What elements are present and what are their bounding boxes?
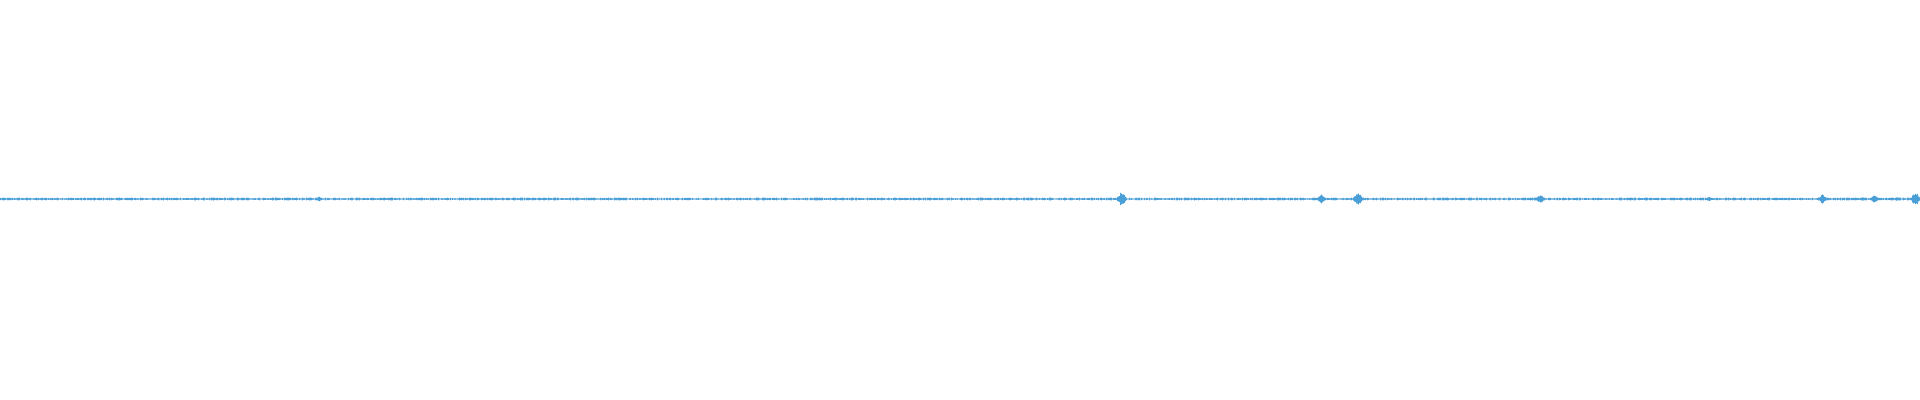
waveform-samples — [0, 192, 1920, 206]
waveform-path — [0, 192, 1920, 206]
